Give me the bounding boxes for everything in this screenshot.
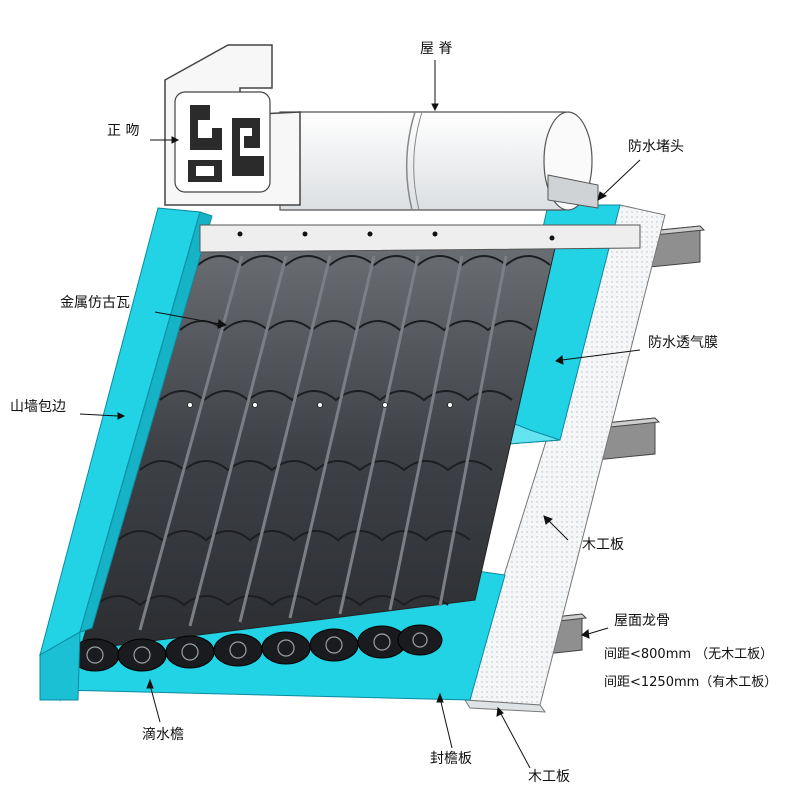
label-fascia-board: 封檐板 bbox=[430, 751, 472, 767]
label-drip-eave: 滴水檐 bbox=[142, 727, 184, 743]
label-waterproof-end-plug: 防水堵头 bbox=[628, 139, 684, 155]
label-waterproof-membrane: 防水透气膜 bbox=[648, 335, 718, 351]
ridge-cap bbox=[279, 111, 593, 211]
label-roof-purlin: 屋面龙骨 bbox=[614, 613, 670, 629]
label-gable-flashing: 山墙包边 bbox=[10, 399, 66, 415]
tile-screws bbox=[187, 402, 453, 408]
label-ridge: 屋 脊 bbox=[420, 41, 453, 57]
ridge-rail bbox=[199, 224, 641, 253]
label-ridge-ornament: 正 吻 bbox=[107, 123, 140, 139]
label-spacing-with-board: 间距<1250mm（有木工板） bbox=[604, 675, 778, 690]
tile-ribs bbox=[138, 255, 508, 631]
label-metal-antique-tile: 金属仿古瓦 bbox=[60, 295, 130, 311]
label-spacing-no-board: 间距<800mm （无木工板） bbox=[604, 647, 774, 662]
drip-eave-ornaments bbox=[70, 624, 443, 672]
leader-lines bbox=[79, 60, 641, 769]
waterproof-end-plug bbox=[547, 174, 599, 209]
ridge-ornament bbox=[164, 44, 301, 206]
tile-rows bbox=[95, 255, 551, 607]
label-wood-board-right: 木工板 bbox=[582, 537, 624, 553]
label-wood-board-bottom: 木工板 bbox=[528, 769, 570, 785]
